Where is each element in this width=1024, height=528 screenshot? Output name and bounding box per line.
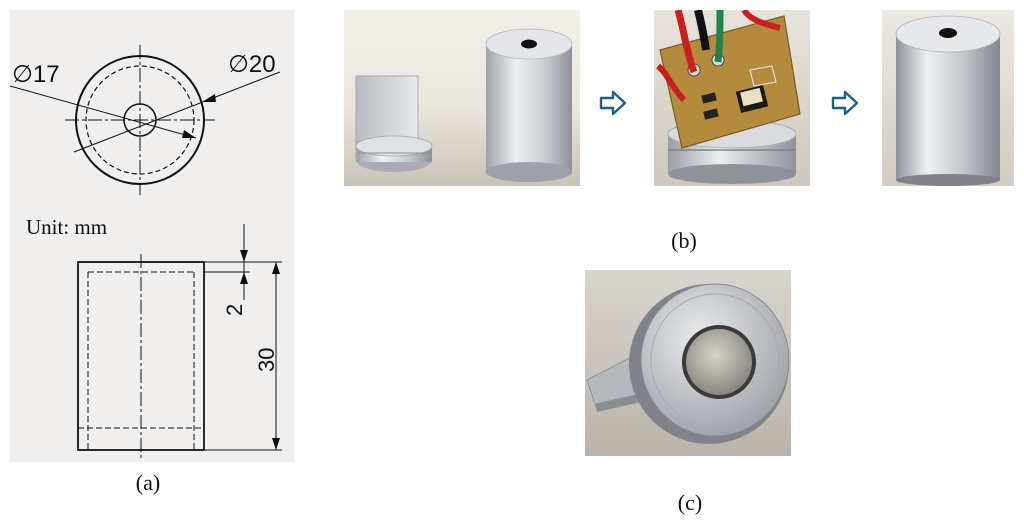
caption-a: (a): [135, 470, 161, 495]
arrowhead: [202, 94, 216, 102]
caption-b: (b): [671, 228, 697, 253]
leader-inner-diameter: [9, 85, 197, 139]
wires: [655, 10, 781, 103]
arrowhead: [182, 130, 196, 138]
photo-assembled-sensor: [882, 10, 1014, 186]
inner-diameter-label: ∅17: [12, 61, 60, 88]
arrowhead: [240, 250, 248, 262]
outer-diameter-label: ∅20: [228, 51, 276, 78]
cap-with-plate: [355, 75, 433, 172]
right-arrow-outline-icon: [599, 90, 627, 116]
sensor-disc: [682, 325, 756, 399]
photo-cap-with-sensor: [585, 270, 791, 456]
center-hole: [939, 28, 957, 38]
side-view: [77, 224, 282, 458]
photo-pcb-mounted: [654, 10, 810, 186]
photo-parts-disassembled: [344, 10, 580, 186]
top-view: [9, 45, 281, 195]
arrowhead: [240, 272, 248, 284]
arrowhead: [272, 438, 280, 450]
wall-thickness-label: 2: [222, 304, 247, 316]
step-arrow-1: [598, 88, 628, 118]
technical-drawing: ∅17 ∅20 Unit: mm 2 30: [9, 10, 294, 462]
center-hole: [521, 39, 537, 49]
height-label: 30: [254, 348, 279, 372]
leader-outer-diameter: [73, 71, 281, 153]
right-arrow-outline-icon: [831, 90, 859, 116]
arrowhead: [272, 262, 280, 274]
step-arrow-2: [830, 88, 860, 118]
assembled-cylinder: [895, 15, 1001, 186]
aluminum-cylinder: [485, 28, 573, 182]
unit-label: Unit: mm: [26, 215, 107, 239]
caption-c: (c): [677, 490, 703, 515]
technical-drawing-panel: ∅17 ∅20 Unit: mm 2 30: [9, 10, 294, 462]
